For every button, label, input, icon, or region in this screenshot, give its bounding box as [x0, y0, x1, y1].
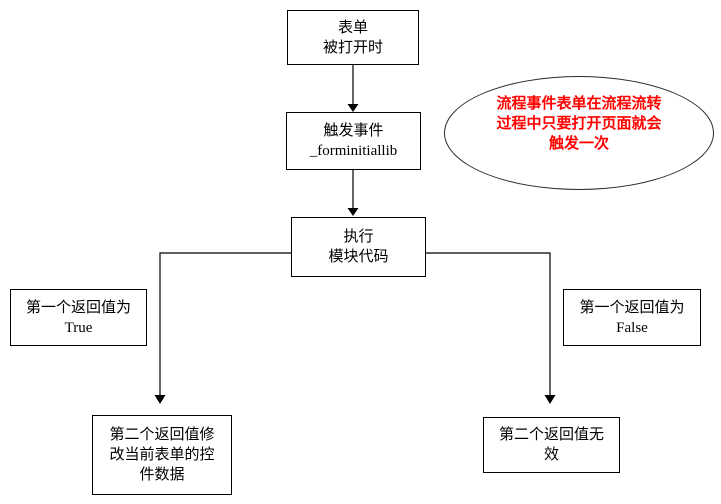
arrow-form-to-trigger: [347, 65, 359, 112]
flow-note-text: 流程事件表单在流程流转 过程中只要打开页面就会 触发一次: [496, 96, 662, 152]
node-first-return-true-label: 第一个返回值为 True: [25, 299, 131, 336]
node-form-opened: 表单 被打开时: [287, 10, 419, 65]
node-trigger-event: 触发事件 _forminitiallib: [286, 112, 421, 170]
arrow-execute-to-modify: [154, 252, 291, 404]
node-execute-module-code: 执行 模块代码: [291, 217, 426, 277]
arrow-trigger-to-execute: [347, 170, 359, 216]
note-ellipse: 流程事件表单在流程流转 过程中只要打开页面就会 触发一次: [444, 76, 714, 190]
node-trigger-event-label: 触发事件 _forminitiallib: [309, 123, 398, 159]
node-second-return-modify-label: 第二个返回值修 改当前表单的控 件数据: [109, 427, 215, 483]
node-first-return-false-label: 第一个返回值为 False: [579, 299, 685, 336]
node-first-return-false: 第一个返回值为 False: [563, 289, 701, 346]
node-first-return-true: 第一个返回值为 True: [10, 289, 147, 346]
node-form-opened-label: 表单 被打开时: [322, 19, 383, 56]
node-second-return-modify: 第二个返回值修 改当前表单的控 件数据: [92, 415, 232, 495]
node-second-return-invalid: 第二个返回值无 效: [483, 417, 620, 473]
node-second-return-invalid-label: 第二个返回值无 效: [498, 427, 604, 463]
arrow-execute-to-invalid: [426, 252, 556, 404]
node-execute-module-code-label: 执行 模块代码: [328, 229, 389, 265]
